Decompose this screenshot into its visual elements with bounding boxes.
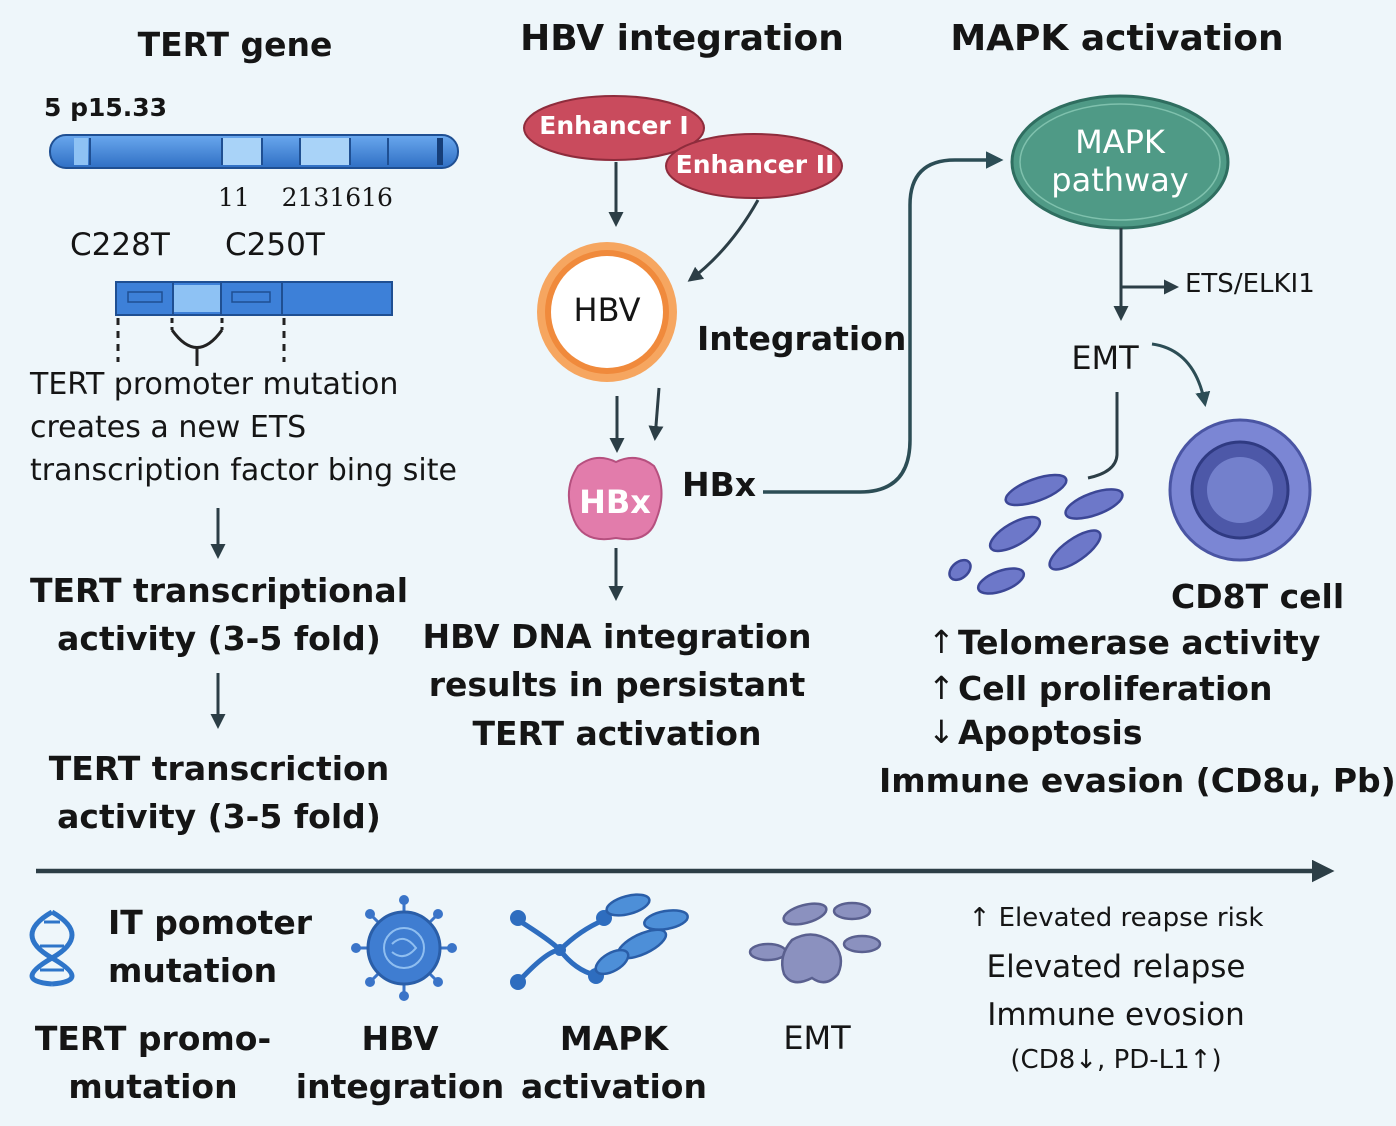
mapk-pathway-shape bbox=[1010, 94, 1230, 230]
effect-text-telomerase: Telomerase activity bbox=[958, 623, 1321, 662]
timeline-item3-label-line-1: MAPK bbox=[559, 1019, 669, 1058]
enhancer-2-shape bbox=[665, 133, 843, 199]
emt-cells-timeline-icon bbox=[748, 901, 882, 984]
emt-connector bbox=[1087, 392, 1119, 480]
promoter-text-line-2: creates a new ETS bbox=[30, 410, 307, 445]
promoter-text-line-1: TERT promoter mutation bbox=[30, 367, 399, 402]
arrow-hbv-to-hbx-2 bbox=[648, 387, 664, 441]
mapk-network-icon bbox=[510, 893, 689, 990]
enhancer-2-label: Enhancer II bbox=[675, 150, 835, 179]
tert-locus-label: 5 p15.33 bbox=[44, 93, 168, 122]
timeline-item1-label-line-1: TERT promo- bbox=[34, 1019, 272, 1058]
hbv-result-line-2: results in persistant bbox=[428, 665, 806, 704]
timeline-item2-label-line-2: integration bbox=[295, 1067, 505, 1106]
mutation-c250t-label: C250T bbox=[225, 227, 325, 263]
chromosome-bar bbox=[49, 134, 459, 169]
cd8-cell-icon bbox=[1168, 418, 1312, 562]
tert-gene-title: TERT gene bbox=[137, 25, 333, 64]
effect-text-apoptosis: Apoptosis bbox=[958, 713, 1143, 752]
tert-transcriction-activity-line-1: TERT transcriction bbox=[48, 749, 390, 788]
hbv-result-line-1: HBV DNA integration bbox=[422, 617, 812, 656]
hbv-integration-title: HBV integration bbox=[520, 18, 844, 59]
effect-arrow-2: ↑ bbox=[928, 669, 955, 707]
ets-elk-label: ETS/ELKI1 bbox=[1185, 269, 1315, 299]
hbv-virus-icon bbox=[351, 895, 457, 1001]
timeline-dna-text-line-1: IT pomoter bbox=[108, 903, 313, 942]
hbx-side-label: HBx bbox=[682, 465, 757, 504]
effect-arrow-1: ↑ bbox=[928, 623, 955, 661]
outcome-relapse-label: Elevated relapse bbox=[986, 949, 1246, 985]
outcome-markers-label: (CD8↓, PD-L1↑) bbox=[1010, 1045, 1222, 1075]
promoter-segment bbox=[115, 281, 393, 316]
enhancer-1-shape bbox=[523, 95, 705, 161]
emt-cells-icon bbox=[948, 473, 1124, 595]
cd8-cell-label: CD8T cell bbox=[1171, 577, 1345, 616]
arrow-emt-to-cd8 bbox=[1151, 342, 1211, 407]
timeline-item4-label: EMT bbox=[783, 1019, 851, 1057]
hbv-virus-ring bbox=[537, 242, 677, 382]
tert-transcriptional-activity-line-2: activity (3-5 fold) bbox=[57, 619, 381, 658]
immune-evasion-label: Immune evasion (CD8u, Pb) bbox=[879, 761, 1396, 800]
hbv-ring-label: HBV bbox=[573, 291, 641, 329]
outcome-immune-label: Immune evosion bbox=[987, 997, 1245, 1033]
mapk-pathway-label-line-2: pathway bbox=[1051, 161, 1189, 199]
hbx-protein-shape bbox=[567, 456, 663, 541]
mutation-markers bbox=[116, 318, 286, 366]
timeline-dna-text-line-2: mutation bbox=[108, 951, 278, 990]
integration-label: Integration bbox=[697, 319, 907, 358]
arrow-enhancer2-to-hbv bbox=[687, 199, 760, 282]
emt-label: EMT bbox=[1071, 339, 1139, 377]
mapk-pathway-label-line-1: MAPK bbox=[1075, 123, 1165, 161]
effect-text-proliferation: Cell proliferation bbox=[958, 669, 1273, 708]
outcome-risk-label: ↑ Elevated reapse risk bbox=[968, 903, 1264, 933]
hbv-result-line-3: TERT activation bbox=[472, 714, 762, 753]
hbx-protein-label: HBx bbox=[579, 483, 651, 521]
mapk-activation-title: MAPK activation bbox=[950, 18, 1284, 59]
tert-transcriction-activity-line-2: activity (3-5 fold) bbox=[57, 797, 381, 836]
effect-arrow-3: ↓ bbox=[928, 713, 955, 751]
timeline-item2-label-line-1: HBV bbox=[361, 1019, 439, 1058]
dna-helix-icon bbox=[29, 909, 75, 987]
mutation-c228t-label: C228T bbox=[70, 227, 170, 263]
timeline-item3-label-line-2: activation bbox=[521, 1067, 707, 1106]
promoter-text-line-3: transcription factor bing site bbox=[30, 453, 457, 488]
diagram-canvas bbox=[29, 94, 1335, 1001]
enhancer-1-label: Enhancer I bbox=[539, 111, 689, 140]
tert-transcriptional-activity-line-1: TERT transcriptional bbox=[29, 571, 409, 610]
timeline-item1-label-line-2: mutation bbox=[68, 1067, 238, 1106]
band-numbers: 11 2131616 bbox=[218, 183, 393, 212]
arrow-hbx-to-mapk bbox=[763, 151, 1004, 494]
